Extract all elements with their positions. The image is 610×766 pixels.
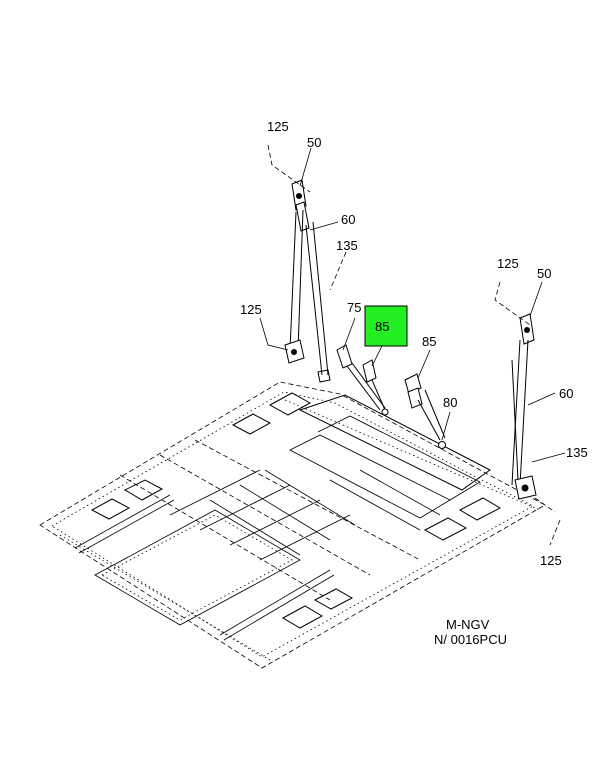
callout-60: 60 <box>341 212 355 227</box>
left-seat-belt <box>259 144 347 383</box>
center-buckles <box>336 317 451 449</box>
callout-85: 85 <box>422 334 436 349</box>
callout-135: 135 <box>336 238 358 253</box>
callout-125: 125 <box>267 119 289 134</box>
callout-75: 75 <box>347 300 361 315</box>
callout-labels: 125 50 60 135 125 75 85 85 80 125 50 60 … <box>240 119 588 568</box>
callout-60: 60 <box>559 386 573 401</box>
callout-50: 50 <box>307 135 321 150</box>
callout-125: 125 <box>497 256 519 271</box>
callout-85-highlighted: 85 <box>375 319 389 334</box>
callout-125: 125 <box>240 302 262 317</box>
callout-80: 80 <box>443 395 457 410</box>
callout-135: 135 <box>566 445 588 460</box>
callout-50: 50 <box>537 266 551 281</box>
diagram-part-number: N/ 0016PCU <box>434 632 507 647</box>
floor-panel <box>39 381 546 669</box>
diagram-code: M-NGV <box>446 617 490 632</box>
callout-125: 125 <box>540 553 562 568</box>
highlight-box <box>364 305 408 347</box>
right-seat-belt <box>494 281 566 546</box>
